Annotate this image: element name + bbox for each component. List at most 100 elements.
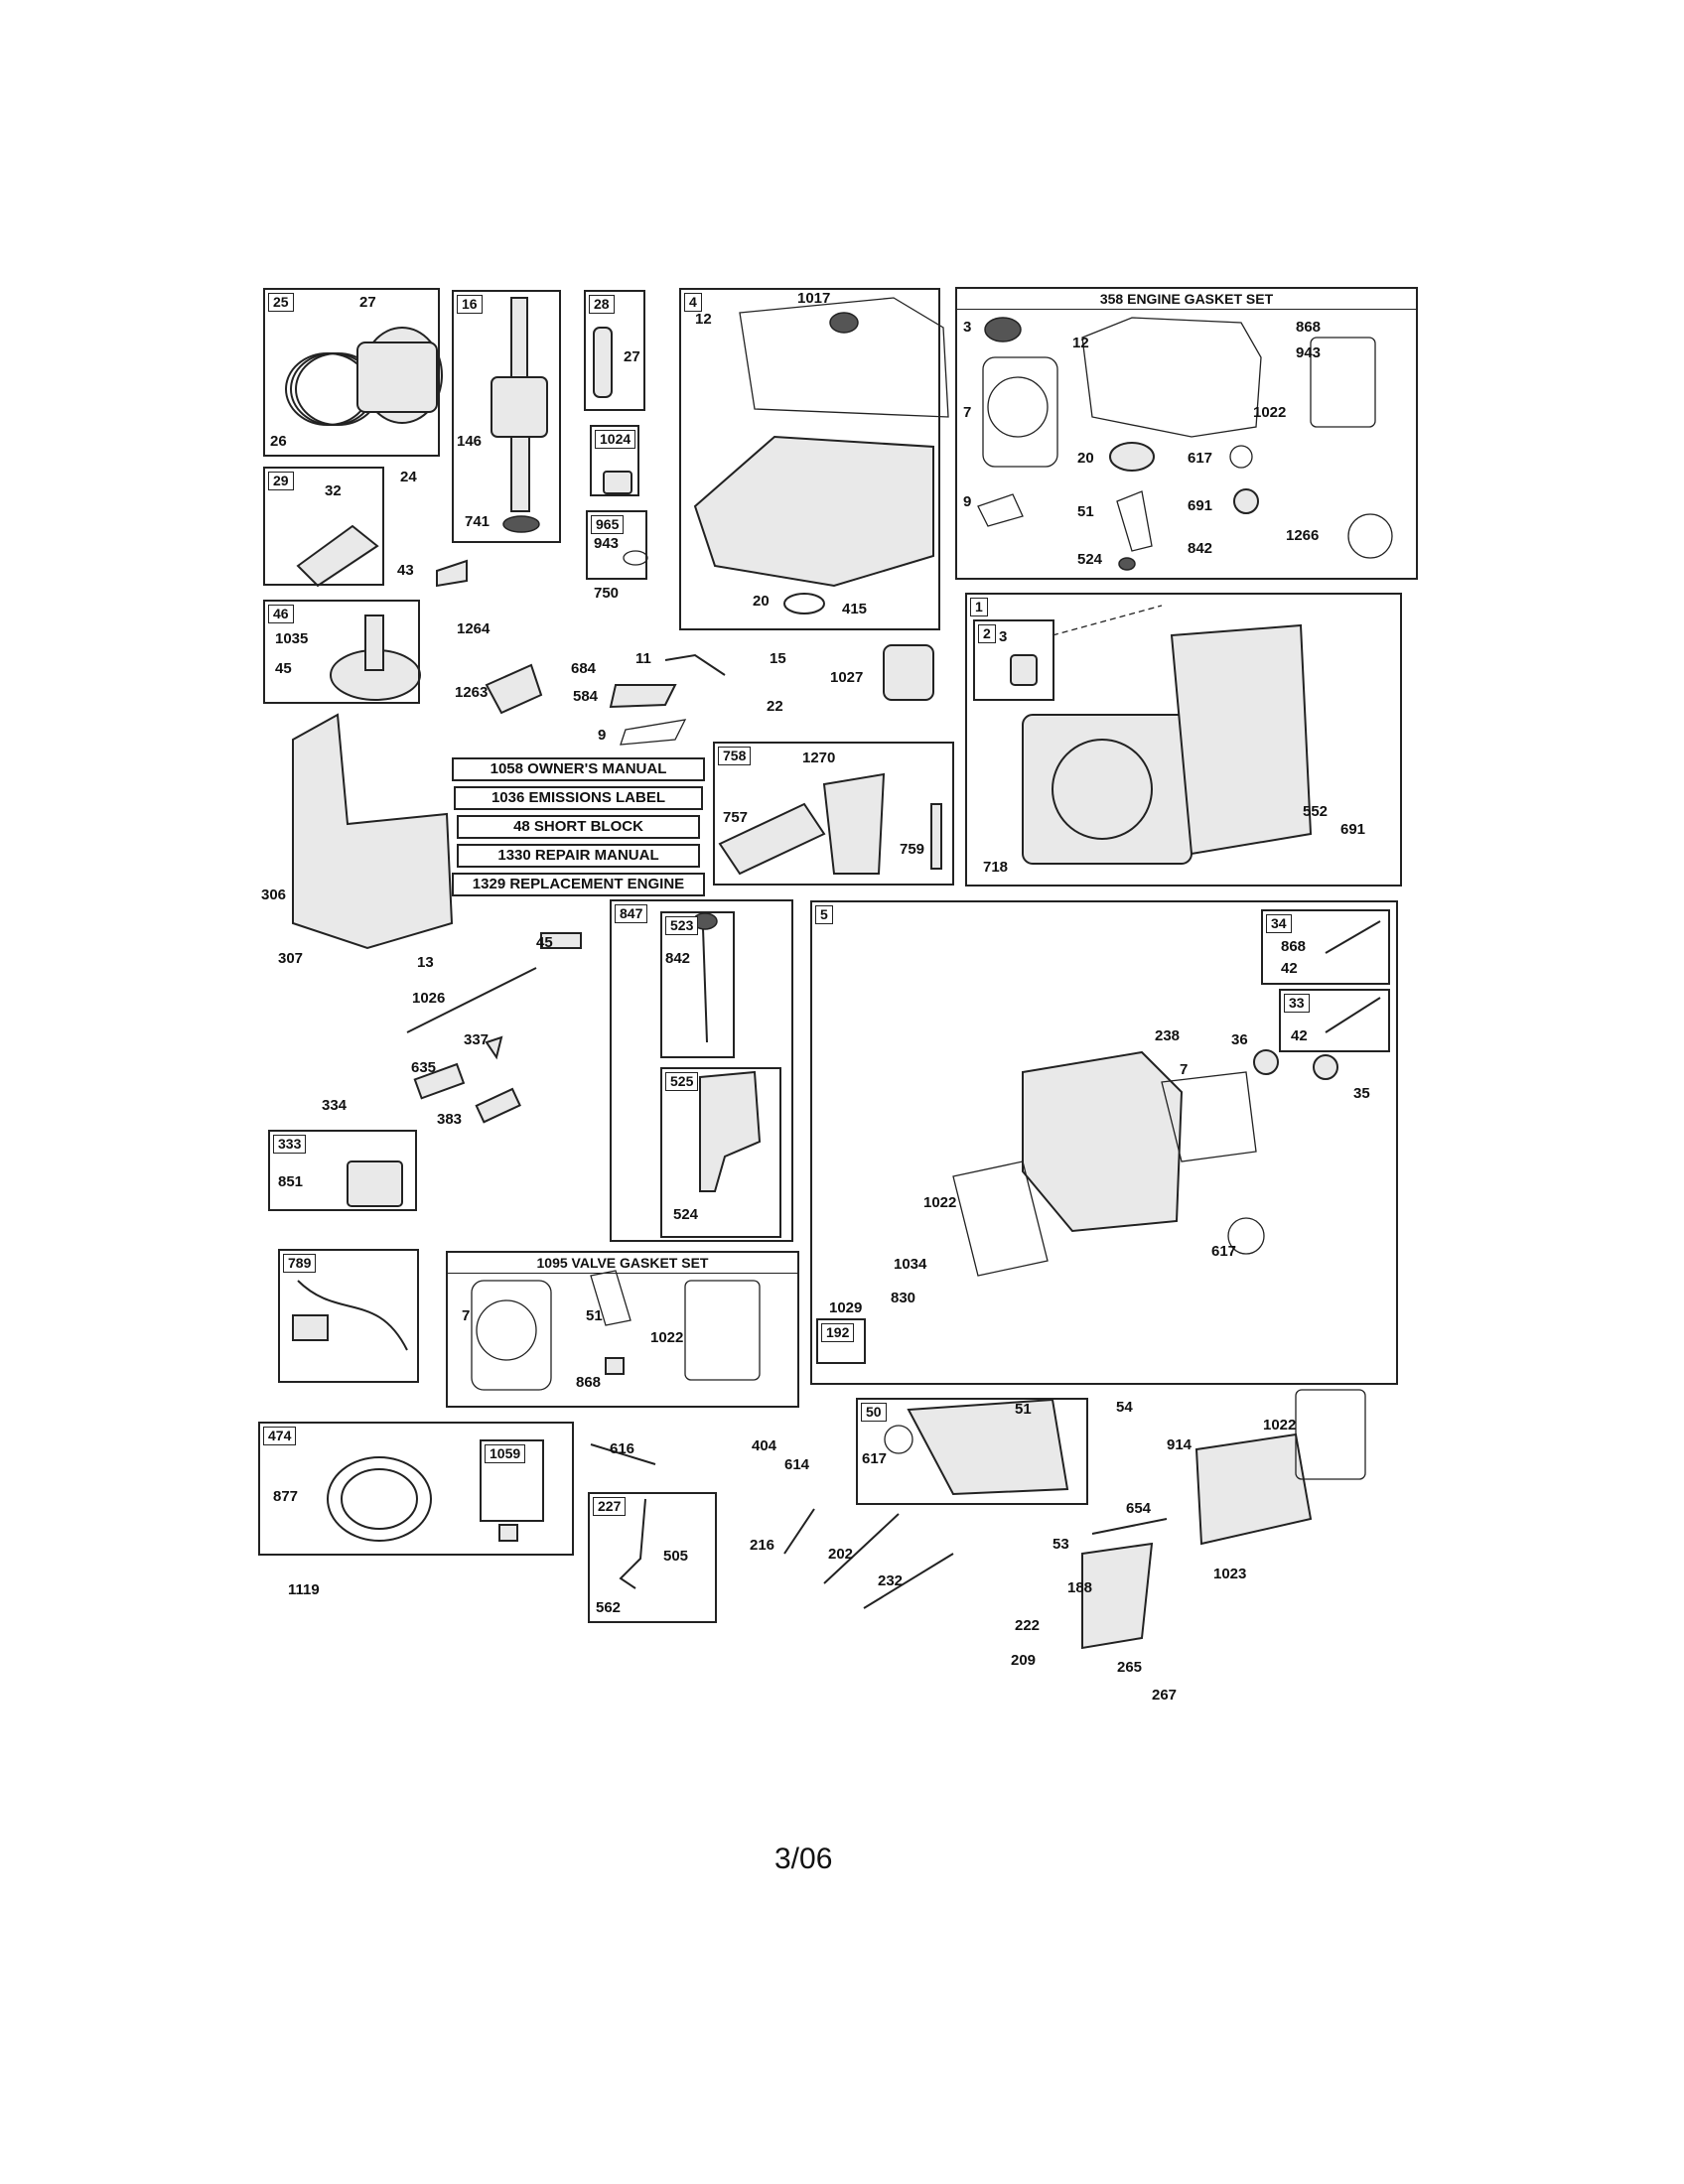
kit-label-short-block: 48 SHORT BLOCK [457,815,700,839]
valve-gasket-set-box: 1095 VALVE GASKET SET [446,1251,799,1408]
callout: 1026 [412,990,446,1007]
group-tag: 758 [718,747,752,765]
callout: 1017 [797,290,831,307]
callout: 11 [635,650,651,667]
callout: 337 [464,1031,490,1048]
group-tag: 50 [861,1403,887,1422]
callout: 1264 [457,620,491,637]
callout: 552 [1303,803,1329,820]
group-46: 46 [263,600,420,704]
callout: 1029 [829,1299,863,1316]
cylinder-head-drawing [952,920,1381,1277]
callout: 757 [723,809,749,826]
group-tag: 525 [665,1072,699,1091]
group-789: 789 [278,1249,419,1383]
group-tag: 1059 [485,1444,526,1463]
callout: 307 [278,950,304,967]
callout: 524 [673,1206,699,1223]
group-474: 474 [258,1422,574,1556]
cylinder-block-drawing [1010,605,1313,865]
callout: 759 [900,841,925,858]
callout: 524 [1077,551,1103,568]
callout: 51 [1077,503,1094,520]
group-tag: 34 [1266,914,1292,933]
callout: 584 [573,688,599,705]
group-34: 34 [1261,909,1390,985]
engine-gasket-set-title: 358 ENGINE GASKET SET [957,289,1416,310]
callout: 188 [1067,1579,1093,1596]
group-1059: 1059 [480,1439,544,1522]
group-25: 25 [263,288,440,457]
group-29: 29 [263,467,384,586]
callout: 7 [1180,1061,1189,1078]
group-tag: 227 [593,1497,627,1516]
group-tag: 2 [978,624,996,643]
callout: 943 [594,535,620,552]
callout: 222 [1015,1617,1041,1634]
group-333: 333 [268,1130,417,1211]
group-tag: 789 [283,1254,317,1273]
group-5: 5 [810,900,1398,1385]
group-758: 758 [713,742,954,886]
group-965: 965 [586,510,647,580]
group-tag: 25 [268,293,294,312]
callout: 404 [752,1437,777,1454]
callout: 877 [273,1488,299,1505]
callout: 12 [1072,335,1089,351]
group-2: 2 [973,619,1054,701]
callout: 842 [665,950,691,967]
callout: 26 [270,433,287,450]
callout: 24 [400,469,417,485]
group-tag: 523 [665,916,699,935]
callout: 27 [359,294,376,311]
callout: 1035 [275,630,309,647]
callout: 22 [767,698,783,715]
callout: 42 [1291,1027,1308,1044]
callout: 202 [828,1546,854,1563]
callout: 415 [842,601,868,617]
callout: 51 [586,1307,603,1324]
page-number: 3/06 [774,1843,833,1875]
callout: 12 [695,311,712,328]
group-tag: 333 [273,1135,307,1154]
group-tag: 192 [821,1323,855,1342]
group-tag: 46 [268,605,294,623]
callout: 27 [624,348,640,365]
group-847: 847 [610,899,793,1242]
callout: 868 [576,1374,602,1391]
callout: 1022 [1253,404,1287,421]
callout: 53 [1052,1536,1069,1553]
group-192: 192 [816,1318,866,1364]
callout: 42 [1281,960,1298,977]
callout: 9 [598,727,607,744]
callout: 1119 [288,1581,320,1598]
group-tag: 16 [457,295,483,314]
callout: 614 [784,1456,810,1473]
group-tag: 474 [263,1427,297,1445]
callout: 45 [275,660,292,677]
callout: 654 [1126,1500,1152,1517]
callout: 1022 [923,1194,957,1211]
callout: 562 [596,1599,622,1616]
group-16: 16 [452,290,561,543]
callout: 691 [1188,497,1213,514]
group-50: 50 [856,1398,1088,1505]
callout: 20 [753,593,770,610]
callout: 1023 [1213,1566,1247,1582]
callout: 267 [1152,1687,1178,1704]
callout: 616 [610,1440,635,1457]
callout: 15 [770,650,786,667]
callout: 741 [465,513,491,530]
kit-label-replacement-engine: 1329 REPLACEMENT ENGINE [452,873,705,896]
group-tag: 33 [1284,994,1310,1013]
piston-drawing [285,327,443,426]
callout: 146 [457,433,483,450]
callout: 617 [1211,1243,1237,1260]
callout: 7 [963,404,972,421]
callout: 35 [1353,1085,1370,1102]
callout: 1270 [802,750,836,766]
callout: 265 [1117,1659,1143,1676]
callout: 209 [1011,1652,1037,1669]
crankshaft-drawing [491,297,548,533]
